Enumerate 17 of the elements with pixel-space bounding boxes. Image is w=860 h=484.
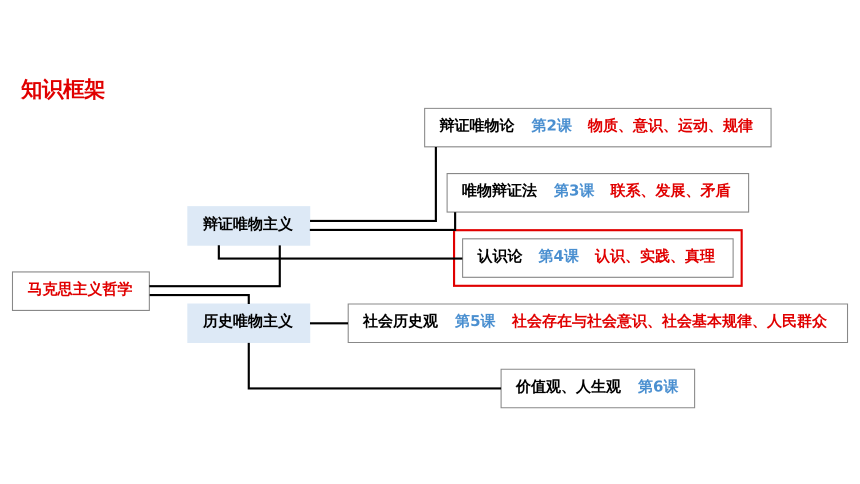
connector [149,245,281,288]
node-box: 历史唯物主义 [187,303,310,344]
node-box: 社会历史观 第5课 社会存在与社会意识、社会基本规律、人民群众 [348,303,848,344]
node-box: 价值观、人生观 第6课 [500,368,696,408]
node-box: 辩证唯物论 第2课 物质、意识、运动、规律 [424,108,772,148]
connector [248,342,502,390]
node-box: 认识论 第4课 认识、实践、真理 [462,238,734,278]
connector [310,146,437,222]
node-box: 马克思主义哲学 [12,271,150,311]
node-box: 唯物辩证法 第3课 联系、发展、矛盾 [446,173,750,213]
cluster [452,229,743,287]
connector [310,212,456,231]
connector [150,294,250,304]
node-box: 辩证唯物主义 [187,206,310,246]
diagram-title: 知识框架 [21,78,106,103]
connector [310,322,348,324]
connector [218,245,462,260]
